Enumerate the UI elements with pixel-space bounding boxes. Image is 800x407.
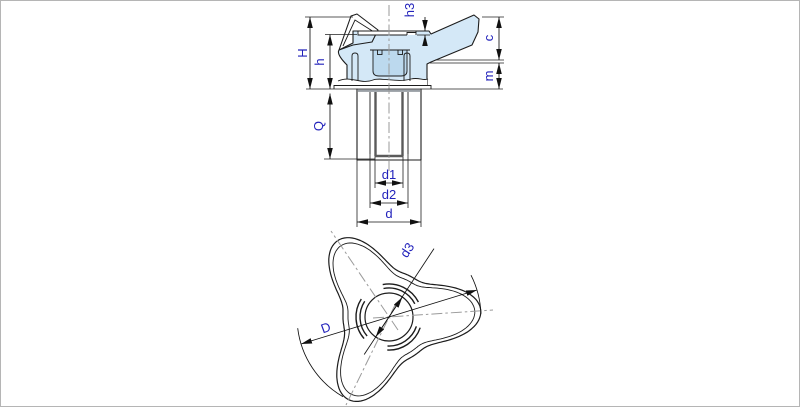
section-view: H h h3 c m Q d1 d2 d (295, 3, 504, 227)
plan-view: D d3 (297, 230, 494, 406)
dim-d3: d3 (363, 240, 435, 355)
left-lobe (338, 13, 379, 51)
plan-centerlines (330, 230, 494, 406)
dimensions-section: H h h3 c m Q d1 d2 d (295, 3, 504, 227)
dim-label-d: d (385, 206, 392, 221)
right-rib (403, 52, 411, 81)
break-wavy-line (337, 77, 429, 82)
core-cup (370, 49, 410, 77)
dim-label-H: H (295, 48, 310, 57)
dim-label-D: D (319, 319, 333, 336)
knob-plan-inner-edge (332, 242, 476, 397)
break-band (339, 78, 427, 85)
left-rib (351, 52, 359, 81)
left-lobe-edges (342, 19, 375, 47)
dim-label-d1: d1 (382, 167, 396, 182)
dim-label-d2: d2 (382, 187, 396, 202)
dim-label-c: c (481, 34, 496, 41)
dim-label-d3: d3 (397, 240, 417, 260)
dim-label-Q: Q (311, 121, 326, 131)
collar (333, 85, 432, 89)
dim-label-h3: h3 (402, 3, 417, 17)
dim-label-h: h (312, 58, 327, 65)
top-recess (353, 30, 429, 36)
dim-label-m: m (481, 71, 496, 82)
